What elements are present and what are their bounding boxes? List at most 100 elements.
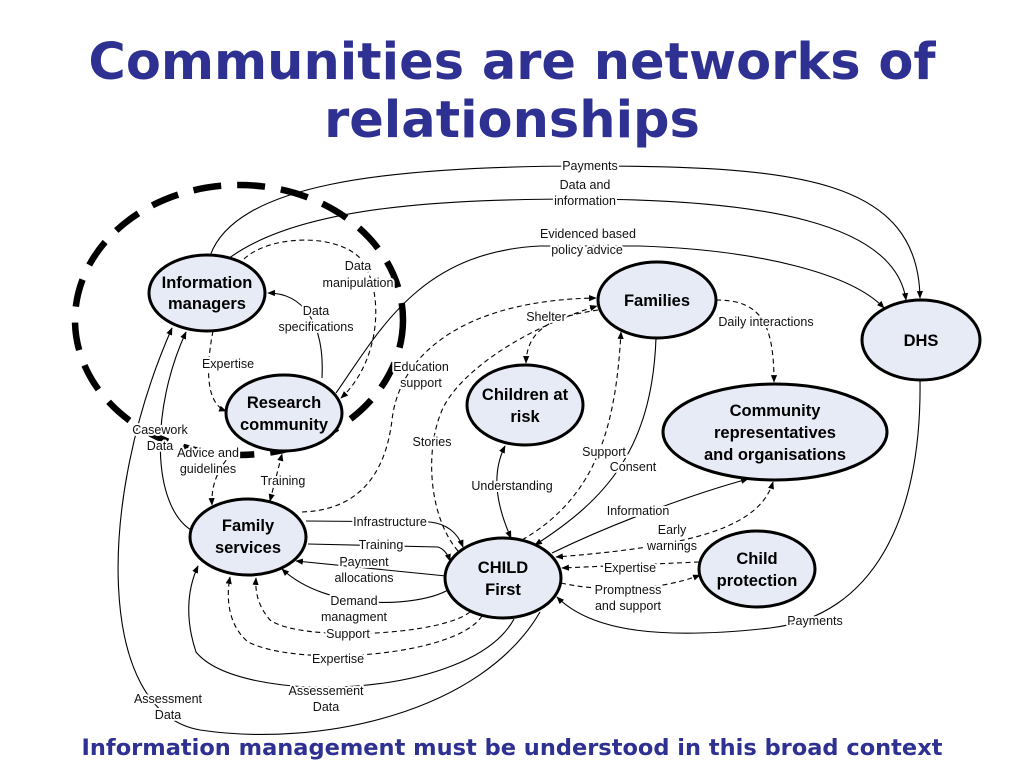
edge-support-cf-fs [252,577,471,635]
node-label-line: Children at [482,386,569,404]
edge-education-support [301,295,597,513]
node-label-line: Research [247,394,321,412]
node-label-line: Child [736,550,777,568]
edge-label-support-families: Support [582,445,626,459]
edge-payment-allocations [295,558,447,577]
slide-footer: Information management must be understoo… [81,735,943,761]
edge-label-assessement-data: Data [313,700,339,714]
edge-label-payments-top: Payments [562,159,618,173]
edge-label-advice-and-guidelines: guidelines [180,462,236,476]
node-family-services: Family services [188,497,308,577]
edge-label-education-support: Education [393,360,449,374]
node-ellipse [661,382,889,482]
node-children-at-risk: Children at risk [465,363,585,447]
edge-label-evidenced-policy-advice: policy advice [551,243,623,257]
edge-label-payments-bottom: Payments [787,614,843,628]
edge-expertise-im-rc [208,330,227,412]
edge-infrastructure [305,520,464,548]
edge-label-advice-and-guidelines: Advice and [177,446,239,460]
node-label-line: protection [717,572,798,590]
edge-label-infrastructure: Infrastructure [353,515,427,529]
slide-title: Communities are networks of relationship… [88,33,936,150]
node-label-line: services [215,539,281,557]
edge-assessement-data [188,565,515,688]
edge-label-data-and-information: information [554,194,616,208]
node-child-protection: Child protection [697,529,817,609]
node-label-line: First [485,581,521,599]
node-ellipse [697,529,817,609]
edge-label-stories: Stories [413,435,452,449]
node-label-line: and organisations [704,446,846,464]
node-ellipse [860,298,982,382]
edge-label-information: Information [607,504,670,518]
edge-label-early-warnings: warnings [646,539,697,553]
edge-data-specifications [267,289,323,379]
node-label-line: Families [624,292,690,310]
edge-demand-managment [281,568,449,603]
edge-label-data-manipulation: manipulation [323,276,394,290]
edge-label-shelter: Shelter [526,310,566,324]
node-label-line: Community [730,402,822,420]
node-label-line: DHS [904,332,939,350]
edges [117,165,923,735]
edge-label-promptness-and-support: and support [595,599,662,613]
edge-expertise-cp-cf [561,561,700,571]
node-label-line: representatives [714,424,836,442]
edge-label-consent: Consent [610,460,657,474]
edge-label-demand-managment: Demand [330,594,377,608]
node-research-community: Research community [224,373,344,453]
edge-label-payment-allocations: allocations [334,571,393,585]
edge-data-and-information [227,198,909,301]
edge-payments-bottom [556,379,921,634]
node-label-line: managers [168,295,246,313]
node-ellipse [147,253,267,333]
node-dhs: DHS [860,298,982,382]
edge-casework-data [159,331,192,531]
node-label-line: Family [222,517,275,535]
node-ellipse [596,260,718,340]
node-ellipse [188,497,308,577]
node-ellipse [224,373,344,453]
node-community-representatives: Community representatives and organisati… [661,382,889,482]
node-label-line: risk [510,408,540,426]
node-ellipse [465,363,585,447]
edge-labels: Payments Data and information Evidenced … [130,157,845,724]
edge-understanding [496,445,512,539]
edge-label-expertise-cf-fs: Expertise [312,652,364,666]
node-information-managers: Information managers [147,253,267,333]
edge-label-assessement-data: Assessement [288,684,364,698]
node-child-first: CHILD First [443,536,563,620]
edge-label-data-manipulation: Data [345,259,371,273]
edge-training-fs-cf [307,543,451,562]
edge-label-casework-data: Data [147,439,173,453]
edge-advice-and-guidelines [208,447,239,506]
edge-early-warnings [555,481,774,560]
edge-support-families [521,331,624,541]
edge-label-understanding: Understanding [471,479,552,493]
edge-label-training-rc-fs: Training [261,474,306,488]
edge-label-promptness-and-support: Promptness [595,583,662,597]
edge-label-assessment-data: Assessment [134,692,203,706]
edge-label-support-cf-fs: Support [326,627,370,641]
focus-ring [71,181,407,459]
node-label-line: Information [162,274,253,292]
edge-label-assessment-data: Data [155,708,181,722]
edge-label-casework-data: Casework [132,423,188,437]
edge-label-expertise-im-rc: Expertise [202,357,254,371]
node-families: Families [596,260,718,340]
edge-expertise-cf-fs [225,576,483,657]
edge-assessment-data [117,327,541,735]
edge-label-early-warnings: Early [658,523,687,537]
node-label-line: community [240,416,329,434]
edge-label-expertise-cp-cf: Expertise [604,561,656,575]
edge-label-data-specifications: specifications [278,320,353,334]
edge-data-manipulation [243,239,377,399]
edge-payments-top [209,165,923,299]
edge-label-daily-interactions: Daily interactions [718,315,813,329]
edge-evidenced-policy-advice [335,245,885,394]
edge-promptness-and-support [560,574,701,590]
edge-label-data-and-information: Data and [560,178,611,192]
node-ellipse [443,536,563,620]
edge-label-data-specifications: Data [303,304,329,318]
